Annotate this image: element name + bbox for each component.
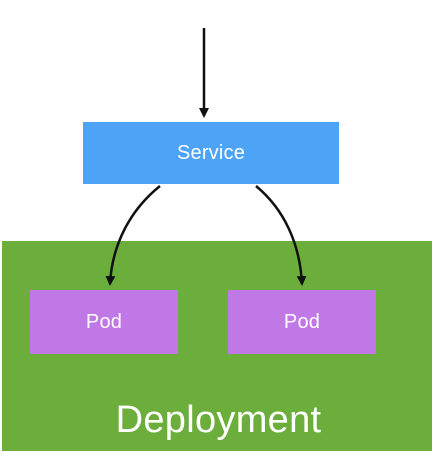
pod-label-right: Pod — [283, 310, 321, 333]
pod-label-left: Pod — [85, 310, 123, 333]
service-label: Service — [176, 141, 246, 164]
service-to-pod-right-arrow — [255, 185, 307, 286]
pod-box-right: Pod — [228, 290, 376, 354]
service-box: Service — [83, 122, 339, 184]
pod-box-left: Pod — [30, 290, 178, 354]
service-to-pod-left-arrow — [105, 185, 161, 286]
deployment-label: Deployment — [115, 399, 322, 441]
